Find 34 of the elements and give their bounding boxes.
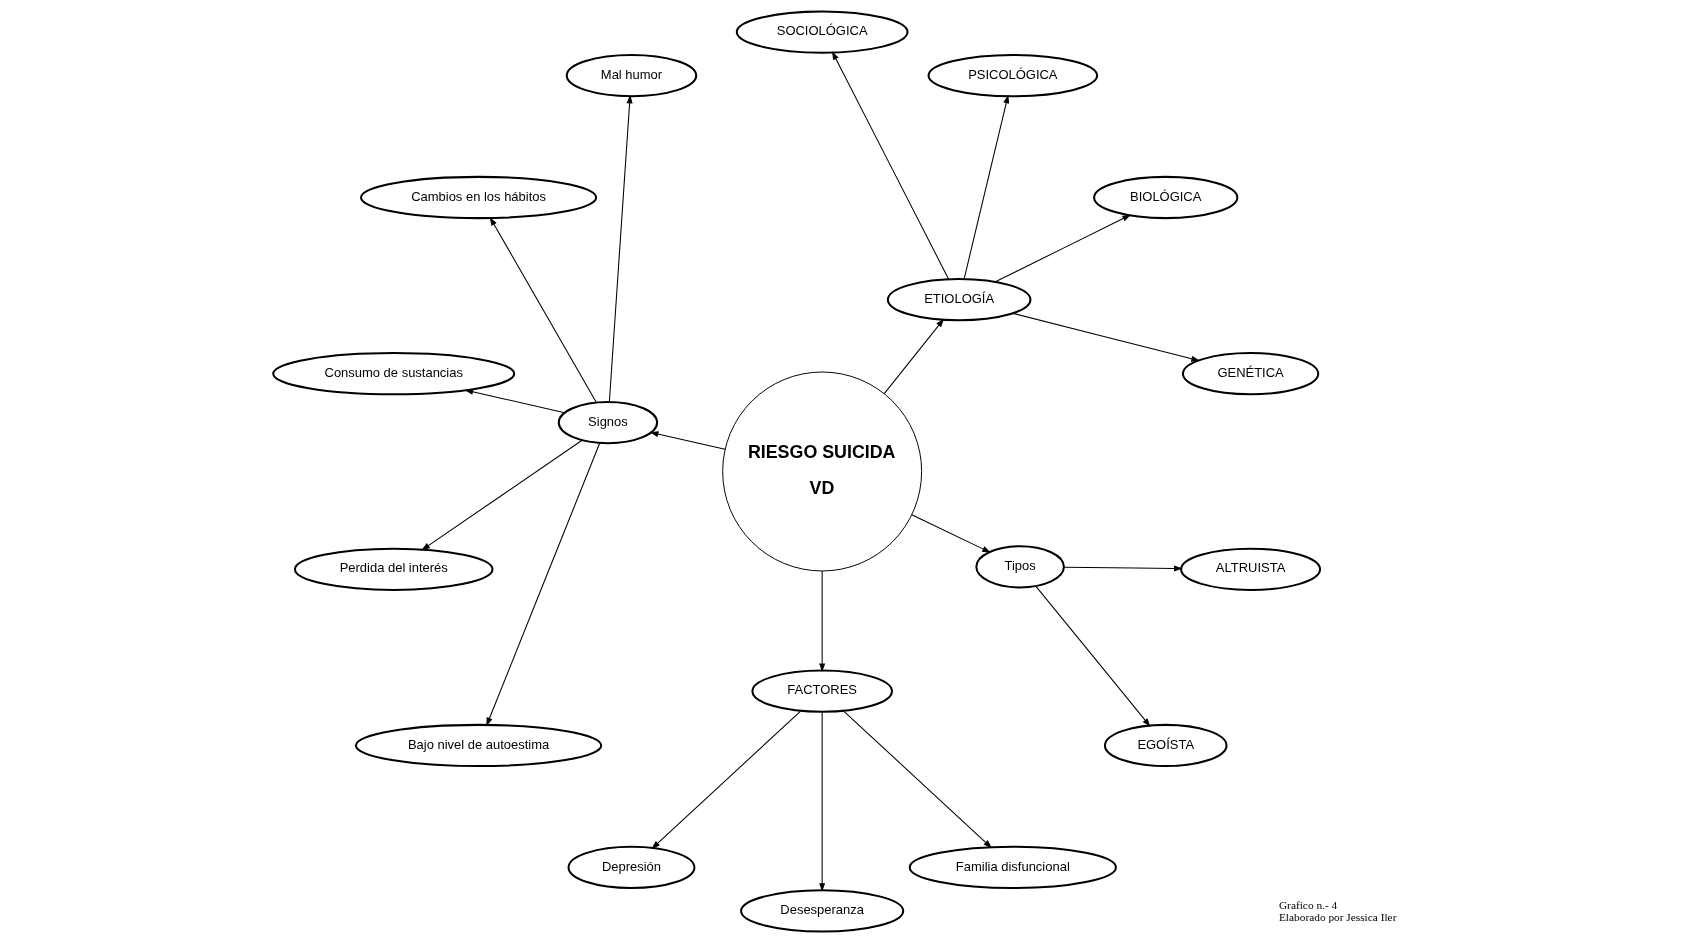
arrow xyxy=(963,94,1009,280)
arrow xyxy=(818,711,825,892)
node-circle: RIESGO SUICIDA VD xyxy=(721,371,922,572)
node-ellipse: Desesperanza xyxy=(739,889,904,933)
node-ellipse: ALTRUISTA xyxy=(1179,547,1321,591)
node-ellipse: PSICOLÓGICA xyxy=(927,53,1098,98)
node-ellipse: Bajo nivel de autoestima xyxy=(354,723,602,768)
arrow xyxy=(842,710,992,849)
node-ellipse: Depresión xyxy=(567,845,695,890)
arrow xyxy=(1011,312,1200,362)
arrow xyxy=(489,216,597,403)
arrow xyxy=(831,51,949,280)
arrow xyxy=(994,214,1131,283)
arrow xyxy=(818,570,825,673)
node-ellipse: Cambios en los hábitos xyxy=(359,175,597,220)
node-ellipse: EGOÍSTA xyxy=(1103,723,1228,768)
arrow xyxy=(608,94,633,403)
arrow xyxy=(1034,585,1150,727)
label: Grafico n.- 4 xyxy=(1278,898,1337,911)
arrow xyxy=(420,439,583,551)
arrow xyxy=(910,514,991,553)
node-ellipse: Mal humor xyxy=(565,53,697,98)
arrow xyxy=(1062,565,1183,572)
node-ellipse: SOCIOLÓGICA xyxy=(735,10,909,54)
arrow xyxy=(485,442,600,727)
arrow xyxy=(649,431,726,450)
node-ellipse: Familia disfuncional xyxy=(908,845,1117,890)
node-ellipse: FACTORES xyxy=(750,669,893,713)
node-ellipse: ETIOLOGÍA xyxy=(886,278,1031,322)
arrow xyxy=(464,388,565,414)
arrow xyxy=(650,710,801,849)
node-ellipse: Perdida del interés xyxy=(293,547,493,591)
arrow xyxy=(883,318,944,395)
label: Elaborado por Jessica Iler xyxy=(1278,911,1396,924)
